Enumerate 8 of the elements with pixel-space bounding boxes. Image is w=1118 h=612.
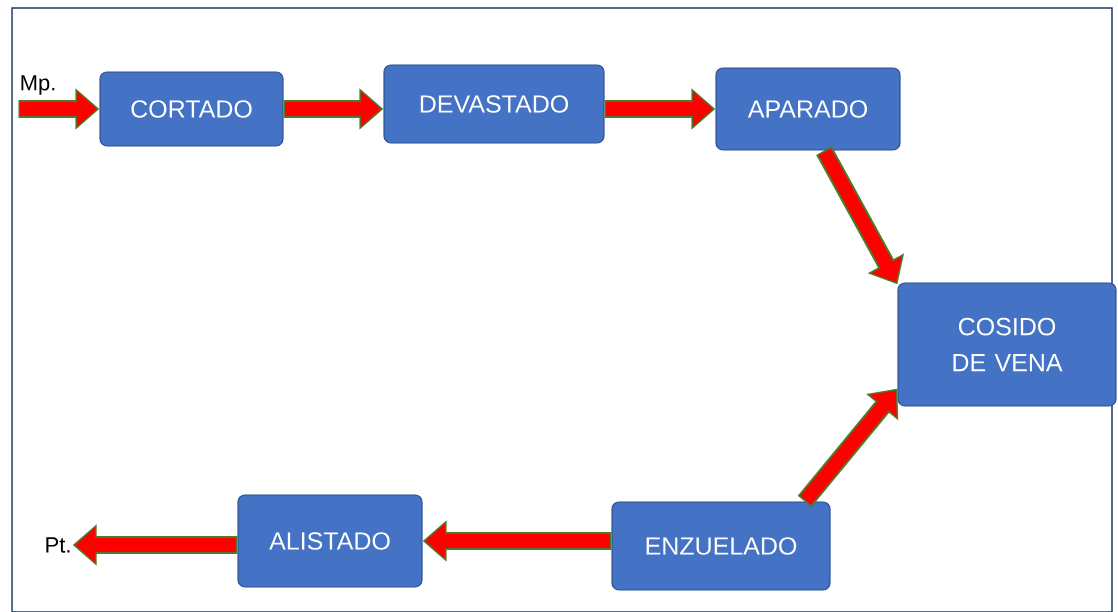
- flow-label: Pt.: [46, 537, 70, 553]
- process-box: ALISTADO: [237, 494, 423, 588]
- flow-label: Mp.: [21, 75, 55, 95]
- process-box: COSIDO DE VENA: [897, 282, 1117, 407]
- process-box: DEVASTADO: [383, 64, 605, 144]
- process-box: APARADO: [715, 67, 901, 151]
- process-box: ENZUELADO: [611, 501, 831, 591]
- process-box: CORTADO: [99, 71, 284, 147]
